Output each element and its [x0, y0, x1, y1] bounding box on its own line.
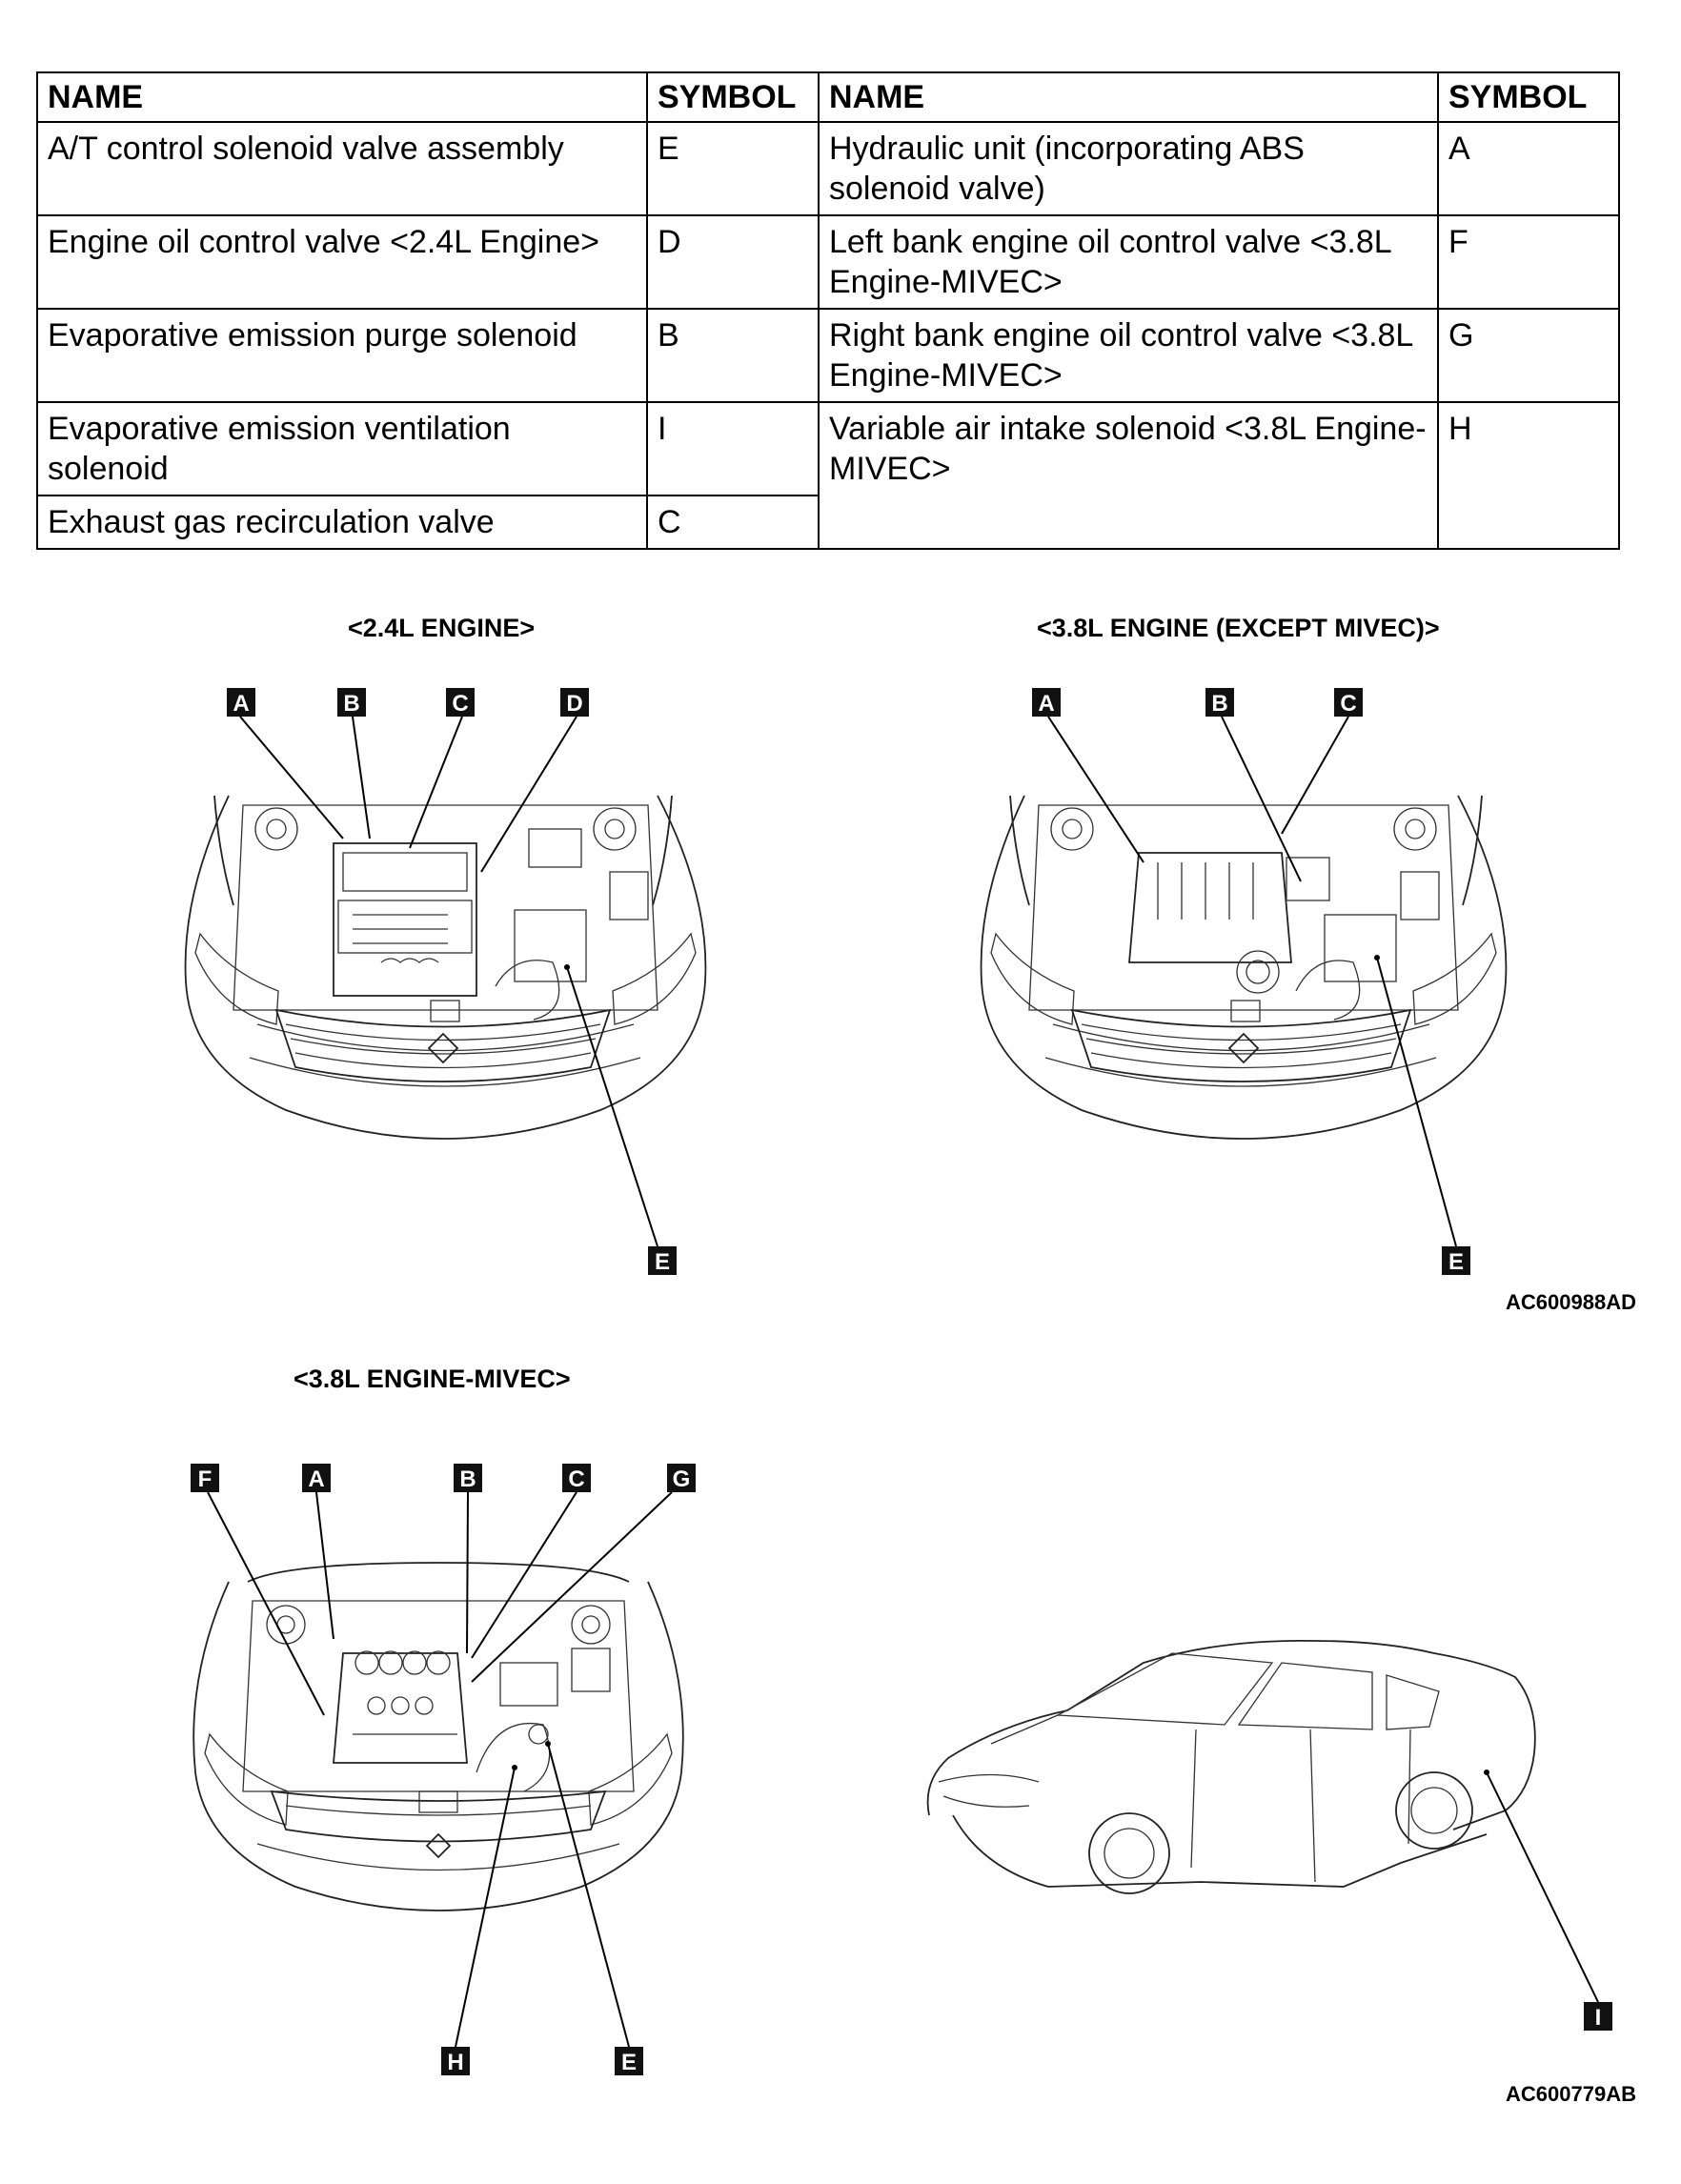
label-a-2-4l: A: [227, 688, 255, 717]
header-name-2: NAME: [818, 71, 1439, 123]
label-b-3-8l: B: [1205, 688, 1234, 717]
caption-3-8l-engine: <3.8L ENGINE (EXCEPT MIVEC)>: [1037, 614, 1440, 642]
svg-text:C: C: [568, 1466, 584, 1492]
svg-text:H: H: [447, 2050, 463, 2075]
label-b-mivec: B: [454, 1464, 482, 1492]
engine-2-4l-illustration: A B C D E: [184, 688, 707, 1275]
label-d-2-4l: D: [560, 688, 589, 717]
table-header-row: NAME SYMBOL NAME SYMBOL: [36, 71, 1620, 123]
svg-text:C: C: [1340, 691, 1356, 717]
part-symbol: H: [1437, 401, 1620, 550]
label-c-2-4l: C: [446, 688, 475, 717]
part-symbol: F: [1437, 214, 1620, 310]
svg-text:D: D: [566, 691, 582, 717]
svg-text:G: G: [673, 1466, 691, 1492]
label-e-3-8l: E: [1442, 1246, 1470, 1275]
part-name: Evaporative emission ventilation solenoi…: [36, 401, 648, 496]
part-symbol: E: [646, 121, 820, 216]
part-name: Right bank engine oil control valve <3.8…: [818, 308, 1439, 403]
header-symbol-1: SYMBOL: [646, 71, 820, 123]
part-name: Evaporative emission purge solenoid: [36, 308, 648, 403]
part-name: Left bank engine oil control valve <3.8L…: [818, 214, 1439, 310]
label-f-mivec: F: [191, 1464, 219, 1492]
label-c-mivec: C: [562, 1464, 591, 1492]
part-symbol: D: [646, 214, 820, 310]
figure-code-top: AC600988AD: [1506, 1290, 1636, 1314]
part-name: Exhaust gas recirculation valve: [36, 495, 648, 550]
label-h-mivec: H: [441, 2047, 470, 2075]
part-symbol: G: [1437, 308, 1620, 403]
label-c-3-8l: C: [1334, 688, 1363, 717]
part-name: Engine oil control valve <2.4L Engine>: [36, 214, 648, 310]
part-name: Variable air intake solenoid <3.8L Engin…: [818, 401, 1439, 550]
car-illustration: I: [926, 1639, 1612, 2031]
header-symbol-2: SYMBOL: [1437, 71, 1620, 123]
svg-text:F: F: [198, 1466, 213, 1492]
svg-text:E: E: [621, 2050, 637, 2075]
table-row: A/T control solenoid valve assembly E Hy…: [36, 121, 1620, 216]
part-symbol: C: [646, 495, 820, 550]
part-name: A/T control solenoid valve assembly: [36, 121, 648, 216]
table-row: Evaporative emission purge solenoid B Ri…: [36, 308, 1620, 403]
caption-3-8l-engine-mivec: <3.8L ENGINE-MIVEC>: [294, 1365, 571, 1393]
parts-table: NAME SYMBOL NAME SYMBOL A/T control sole…: [36, 71, 1620, 550]
label-e-2-4l: E: [648, 1246, 677, 1275]
engine-3-8l-illustration: A B C E: [980, 688, 1508, 1275]
table-row: Engine oil control valve <2.4L Engine> D…: [36, 214, 1620, 310]
part-symbol: B: [646, 308, 820, 403]
svg-text:B: B: [343, 691, 359, 717]
part-name: Hydraulic unit (incorporating ABS soleno…: [818, 121, 1439, 216]
svg-text:E: E: [1448, 1249, 1464, 1275]
svg-text:A: A: [308, 1466, 324, 1492]
svg-text:A: A: [233, 691, 249, 717]
label-g-mivec: G: [667, 1464, 696, 1492]
label-a-mivec: A: [302, 1464, 331, 1492]
svg-text:C: C: [452, 691, 468, 717]
part-symbol: I: [646, 401, 820, 496]
label-b-2-4l: B: [337, 688, 366, 717]
svg-text:I: I: [1595, 2005, 1602, 2031]
figure-code-bottom: AC600779AB: [1506, 2082, 1636, 2106]
label-e-mivec: E: [615, 2047, 643, 2075]
part-symbol: A: [1437, 121, 1620, 216]
label-i-car: I: [1584, 2002, 1612, 2031]
table-row: Exhaust gas recirculation valve C: [36, 495, 1619, 550]
svg-text:B: B: [459, 1466, 476, 1492]
label-a-3-8l: A: [1032, 688, 1061, 717]
svg-text:B: B: [1211, 691, 1227, 717]
table-row: Evaporative emission ventilation solenoi…: [36, 401, 1620, 550]
caption-2-4l-engine: <2.4L ENGINE>: [348, 614, 536, 642]
header-name-1: NAME: [36, 71, 648, 123]
engine-3-8l-mivec-illustration: F A B C G H E: [191, 1464, 696, 2075]
svg-text:E: E: [655, 1249, 670, 1275]
svg-text:A: A: [1038, 691, 1054, 717]
